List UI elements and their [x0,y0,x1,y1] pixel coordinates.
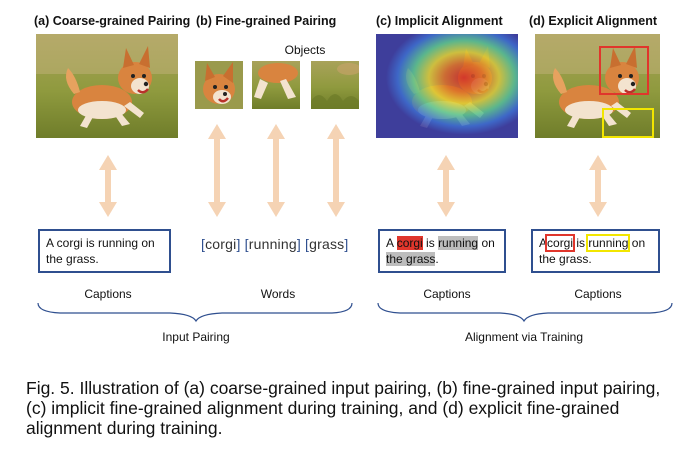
brace-alignment [377,302,673,323]
d-word-corgi-box: corgi [545,234,576,252]
label-captions-c: Captions [423,287,471,301]
corgi-legs-crop-image [252,61,300,109]
label-captions-a: Captions [84,287,132,301]
bbox-running-yellow [602,108,654,138]
panel-b-title: (b) Fine-grained Pairing [196,14,337,28]
word-running: running [248,236,297,252]
word-corgi: corgi [205,236,237,252]
panel-c-title: (c) Implicit Alignment [376,14,503,28]
objects-label: Objects [284,43,326,57]
d-word-a: A [539,236,548,250]
bbox-corgi-red [599,46,649,95]
double-arrow-c [437,155,455,217]
panel-a-title: (a) Coarse-grained Pairing [34,14,191,28]
c-word-corgi-highlight: corgi [396,236,423,250]
corgi-bbox-image [535,34,660,138]
d-word-on: on [631,236,646,250]
caption-a-line2: the grass. [46,252,99,266]
caption-box-d: Acorgi is running on the grass. [531,229,660,273]
panel-d-title: (d) Explicit Alignment [529,14,658,28]
brace-input-pairing [37,302,353,323]
grass-crop-image [311,61,359,109]
d-line2: the grass. [539,252,592,266]
label-alignment-via-training: Alignment via Training [464,330,584,344]
words-row: [corgi] [running] [grass] [201,236,349,252]
c-word-period: . [435,252,439,266]
d-word-running-box: running [586,234,631,252]
double-arrow-d [589,155,607,217]
label-input-pairing: Input Pairing [162,330,230,344]
c-word-a: A [386,236,394,250]
figure-caption: Fig. 5. Illustration of (a) coarse-grain… [26,378,661,438]
c-word-is: is [426,236,435,250]
label-captions-d: Captions [574,287,622,301]
corgi-head-crop-image [195,61,243,109]
double-arrow-b3 [327,124,345,217]
corgi-heatmap-image [376,34,518,138]
c-word-on: on [481,236,495,250]
c-word-running-highlight: running [438,236,479,250]
caption-a-line1: A corgi is running on [46,236,155,250]
word-grass: grass [309,236,345,252]
label-words-b: Words [260,287,296,301]
double-arrow-b1 [208,124,226,217]
c-word-the-highlight: the [386,252,403,266]
caption-box-c: A corgi is running on the grass. [378,229,506,273]
double-arrow-a [99,155,117,217]
caption-box-a: A corgi is running on the grass. [38,229,171,273]
double-arrow-b2 [267,124,285,217]
corgi-image-full [36,34,178,138]
c-word-grass-highlight: grass [406,252,436,266]
d-word-is: is [576,236,586,250]
